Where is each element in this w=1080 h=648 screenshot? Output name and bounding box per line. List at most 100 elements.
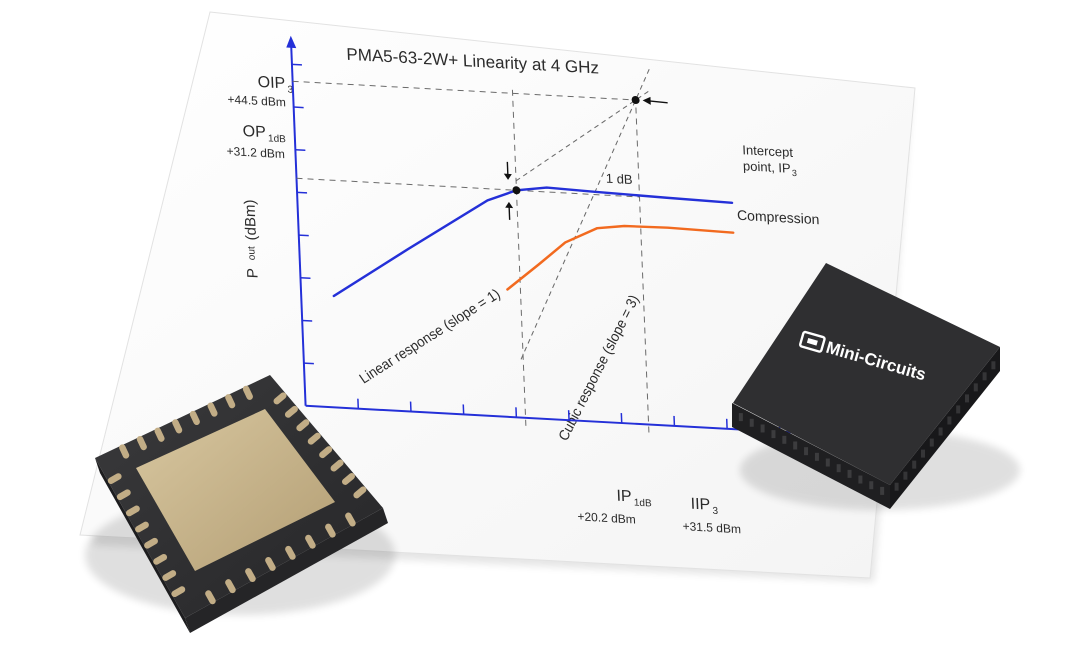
qfn-pad <box>205 590 216 605</box>
qfn-pad <box>284 405 298 418</box>
logo-mark-inner <box>806 338 818 346</box>
qfn-pad <box>171 586 186 598</box>
qfn-chip <box>85 375 395 633</box>
qfn-pad-ring <box>107 385 367 605</box>
y-tick <box>303 362 314 365</box>
y-tick <box>295 148 306 152</box>
qfn-epad <box>136 409 335 571</box>
iip3-value: +31.5 dBm <box>682 519 741 536</box>
oip3-value: +44.5 dBm <box>227 92 286 109</box>
ref-line-iip3-marker <box>634 92 650 433</box>
qfn-side-front <box>95 458 190 633</box>
qfn-pad <box>285 545 296 560</box>
qfn-pad <box>245 568 256 583</box>
compression-label: Compression <box>737 207 820 227</box>
qfn-pad <box>162 570 177 581</box>
op1db-value: +31.2 dBm <box>226 144 285 161</box>
y-axis-arrow <box>286 35 297 49</box>
one-db-arrowhead-bottom <box>505 201 514 209</box>
mc-pin <box>912 460 917 469</box>
qfn-pad <box>154 427 165 442</box>
one-db-arrowhead-top <box>503 173 512 180</box>
qfn-pad <box>273 392 287 405</box>
y-tick <box>291 63 302 66</box>
mc-pin <box>847 469 852 478</box>
y-tick <box>297 191 308 194</box>
qfn-pad <box>107 473 122 484</box>
mc-pin <box>869 481 874 490</box>
qfn-pad <box>330 459 344 472</box>
mini-circuits-chip: Mini-Circuits <box>732 263 1020 510</box>
mc-pin <box>956 405 961 414</box>
mc-pin <box>804 447 809 456</box>
y-tick <box>298 234 309 237</box>
qfn-pad <box>153 553 168 565</box>
mc-pin <box>814 452 819 461</box>
mc-pin <box>880 486 885 495</box>
mc-pin <box>973 383 978 392</box>
qfn-pad <box>144 537 158 549</box>
mc-pin <box>991 361 996 370</box>
y-tick <box>302 319 313 322</box>
marker-1-db-compression-point <box>512 186 521 195</box>
ref-line-op1db-level <box>296 177 640 198</box>
intercept-arrowhead <box>642 96 651 105</box>
qfn-pad <box>136 435 147 451</box>
asymptote <box>515 89 651 182</box>
qfn-pad <box>189 410 200 426</box>
qfn-side-right <box>185 508 388 633</box>
one-db-label: 1 dB <box>606 171 633 187</box>
mc-pin <box>738 413 743 422</box>
asymptote <box>520 68 650 360</box>
y-tick <box>293 106 304 109</box>
qfn-pad <box>307 432 321 445</box>
qfn-pad <box>119 444 130 459</box>
y-tick <box>300 277 311 280</box>
ip1db-value: +20.2 dBm <box>577 509 636 526</box>
mc-pin <box>938 427 943 436</box>
mc-pin <box>965 394 969 403</box>
mc-pin <box>982 372 987 381</box>
qfn-pad <box>353 486 367 499</box>
qfn-pad <box>296 419 310 432</box>
qfn-pad <box>319 446 333 459</box>
linear-response-line <box>332 186 734 298</box>
logo-mark <box>798 330 826 353</box>
qfn-pad <box>265 556 276 571</box>
qfn-pad <box>345 512 356 527</box>
x-axis <box>305 404 816 435</box>
mc-pin <box>858 475 863 484</box>
y-axis-label: Pout(dBm) <box>241 199 261 279</box>
y-axis <box>290 45 307 406</box>
mc-pin <box>793 441 798 450</box>
mc-side-right <box>890 347 1000 509</box>
mc-pin <box>921 449 925 458</box>
marker-intercept-point-ip3 <box>631 96 640 105</box>
qfn-pad <box>116 489 131 501</box>
ref-line-oip3-level <box>292 80 636 101</box>
mc-pin-row <box>738 361 996 495</box>
qfn-pad <box>225 579 236 594</box>
mc-pin <box>749 418 754 427</box>
qfn-pad <box>207 402 218 417</box>
mc-top <box>733 263 1000 485</box>
qfn-pad <box>172 419 183 434</box>
qfn-pad <box>242 385 253 400</box>
mc-side-left <box>732 403 890 509</box>
cubic-response-line <box>506 224 735 291</box>
qfn-pad <box>305 534 316 549</box>
mc-pin <box>771 430 776 439</box>
mc-pin <box>894 482 899 491</box>
qfn-pad <box>325 523 336 538</box>
mc-pin <box>782 435 787 444</box>
ref-line-ip1db-marker <box>511 85 527 426</box>
qfn-pad <box>125 505 140 517</box>
mc-pin <box>836 464 841 473</box>
qfn-pad <box>341 472 355 485</box>
